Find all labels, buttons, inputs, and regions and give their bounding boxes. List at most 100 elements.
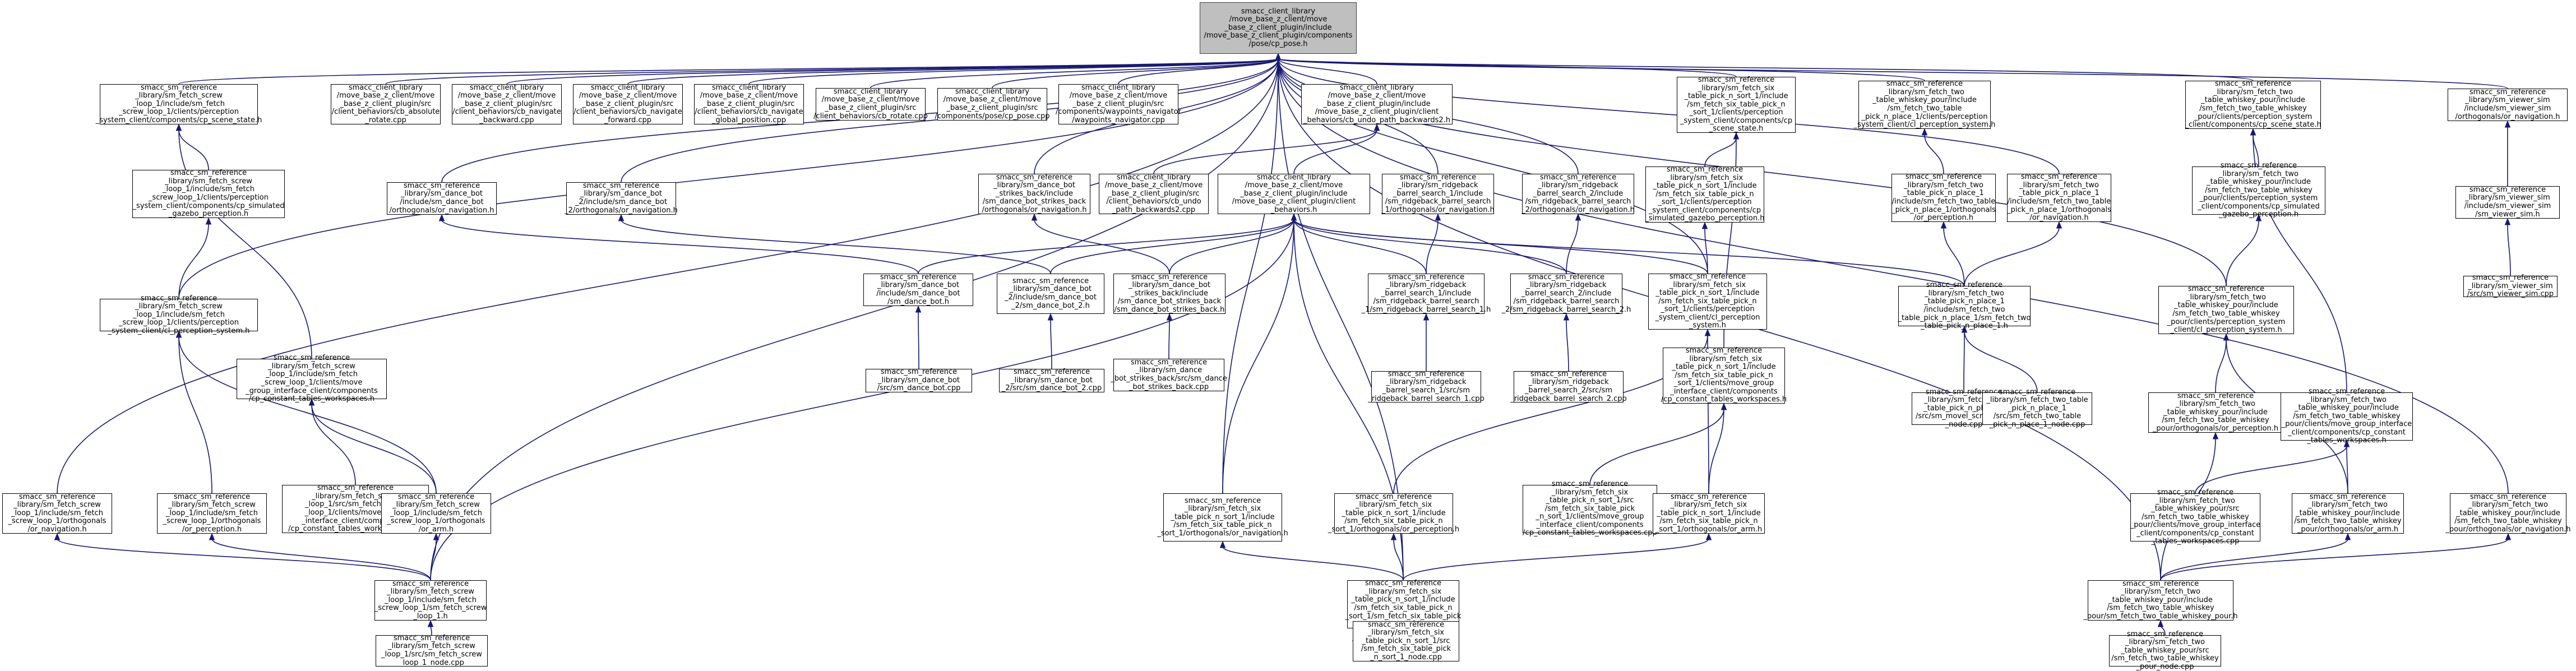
graph-node-whiskey-cl-perception[interactable]: smacc_sm_reference _library/sm_fetch_two… (2158, 285, 2294, 334)
edge-scene_state-to-screw_simulated_gazebo (178, 129, 209, 170)
graph-node-cb-undo-path-h[interactable]: smacc_client_library /move_base_z_client… (1301, 84, 1453, 124)
graph-node-screw-or-arm[interactable]: smacc_sm_reference _library/sm_fetch_scr… (381, 493, 491, 534)
edge-arrowhead (2343, 439, 2350, 447)
edge-arrowhead (1390, 533, 1397, 540)
graph-node-screw-or-perception[interactable]: smacc_sm_reference _library/sm_fetch_scr… (157, 493, 267, 534)
graph-node-root[interactable]: smacc_client_library /move_base_z_client… (1200, 2, 1357, 54)
graph-node-sm-ridgeback-1-h[interactable]: smacc_sm_reference _library/sm_ridgeback… (1361, 272, 1491, 314)
edge-whiskey_cl_perception-to-whiskey_or_perception (2215, 339, 2227, 393)
graph-node-sm-screw-h[interactable]: smacc_sm_reference _library/sm_fetch_scr… (374, 579, 487, 621)
edge-arrowhead (205, 217, 212, 225)
edge-arrowhead (1219, 540, 1226, 548)
graph-node-sm-dance-bot-cpp[interactable]: smacc_sm_reference _library/sm_dance_bot… (866, 368, 972, 392)
graph-node-whiskey-or-perception[interactable]: smacc_sm_reference _library/sm_fetch_two… (2148, 392, 2283, 433)
edge-sm_dance_bot_2_h-to-sm_dance_bot_2_cpp (1050, 318, 1052, 369)
edge-arrowhead (618, 214, 625, 221)
graph-node-cb-navigate-forward[interactable]: smacc_client_library /move_base_z_client… (573, 83, 683, 124)
graph-node-sm-screw-node[interactable]: smacc_sm_reference _library/sm_fetch_scr… (376, 634, 488, 667)
edge-root-to-whiskey_or_navigation (1278, 58, 2509, 494)
edge-sm_ridgeback_2_h-to-sm_ridgeback_2_cpp (1566, 318, 1569, 372)
graph-node-sm-whiskey-h[interactable]: smacc_sm_reference _library/sm_fetch_two… (2083, 579, 2238, 621)
graph-node-sm-six-node[interactable]: smacc_sm_reference _library/sm_fetch_six… (1353, 621, 1459, 661)
graph-node-sm-ridgeback-1-cpp[interactable]: smacc_sm_reference _library/sm_ridgeback… (1368, 369, 1484, 403)
graph-node-six-table-scene-state[interactable]: smacc_sm_reference _library/sm_fetch_six… (1677, 76, 1796, 133)
graph-node-scene-state[interactable]: smacc_sm_reference _library/sm_fetch_scr… (95, 83, 262, 124)
graph-node-sm-dance-bot-2-h[interactable]: smacc_sm_reference _library/sm_dance_bot… (997, 274, 1104, 314)
graph-node-six-or-arm[interactable]: smacc_sm_reference _library/sm_fetch_six… (1653, 493, 1765, 534)
graph-node-dance2-or-nav[interactable]: smacc_sm_reference _library/sm_dance_bot… (565, 181, 678, 215)
graph-node-sm-pp1-h[interactable]: smacc_sm_reference _library/sm_fetch_two… (1898, 281, 2031, 331)
graph-node-viewer-sim-h[interactable]: smacc_sm_reference _library/sm_viewer_si… (2455, 186, 2560, 219)
edge-ridgeback_1_or_nav-to-sm_ridgeback_1_h (1426, 219, 1439, 274)
graph-node-six-or-perception[interactable]: smacc_sm_reference _library/sm_fetch_six… (1328, 492, 1460, 534)
graph-node-sm-whiskey-node[interactable]: smacc_sm_reference _library/sm_fetch_two… (2109, 630, 2221, 671)
edge-six_constant_tables-to-six_constant_cpp (1589, 408, 1724, 485)
graph-node-cb-rotate[interactable]: smacc_client_library /move_base_z_client… (813, 87, 928, 121)
graph-node-six-cl-perception[interactable]: smacc_sm_reference _library/sm_fetch_six… (1648, 272, 1767, 330)
graph-node-sm-ridgeback-2-h[interactable]: smacc_sm_reference _library/sm_ridgeback… (1501, 272, 1631, 314)
graph-node-sm-dance-bot-h[interactable]: smacc_sm_reference _library/sm_dance_bot… (863, 273, 973, 306)
edge-root-to-cb_undo_path_h (1278, 58, 1377, 85)
graph-node-viewer-nav[interactable]: smacc_sm_reference _library/sm_viewer_si… (2448, 88, 2568, 121)
edge-arrowhead (1940, 221, 1947, 229)
graph-node-pp1-node-cpp[interactable]: smacc_sm_reference _library/sm_fetch_two… (1982, 388, 2092, 429)
edge-arrowhead (2505, 533, 2512, 540)
graph-node-six-constant-tables[interactable]: smacc_sm_reference _library/sm_fetch_six… (1661, 346, 1787, 404)
graph-node-cb-navigate-global[interactable]: smacc_client_library /move_base_z_client… (694, 83, 804, 124)
graph-node-ridgeback-2-or-nav[interactable]: smacc_sm_reference _library/sm_ridgeback… (1521, 173, 1635, 214)
graph-node-cb-undo-cpp[interactable]: smacc_client_library /move_base_z_client… (1099, 173, 1209, 214)
graph-node-sm-dance-bot-2-cpp[interactable]: smacc_sm_reference _library/sm_dance_bot… (999, 368, 1104, 392)
edge-screw_or_arm-to-sm_screw_h (430, 538, 437, 581)
edge-arrowhead (1563, 313, 1570, 321)
graph-node-screw-constant-tables[interactable]: smacc_sm_reference _library/sm_fetch_scr… (237, 354, 387, 403)
edge-arrowhead (209, 533, 215, 540)
graph-node-whiskey-or-arm[interactable]: smacc_sm_reference _library/sm_fetch_two… (2292, 493, 2404, 534)
graph-node-pp1-or-perception[interactable]: smacc_sm_reference _library/sm_fetch_two… (1891, 173, 1996, 223)
edge-cb_undo_path_h-to-client_behaviors_h (1293, 129, 1377, 174)
edge-arrowhead (1166, 313, 1173, 321)
graph-node-dance-or-nav[interactable]: smacc_sm_reference _library/sm_dance_bot… (387, 182, 497, 215)
graph-node-client-behaviors-h[interactable]: smacc_client_library /move_base_z_client… (1218, 173, 1370, 214)
graph-node-cb-absolute-rotate[interactable]: smacc_client_library /move_base_z_client… (331, 83, 441, 124)
graph-node-cb-navigate-backward[interactable]: smacc_client_library /move_base_z_client… (452, 83, 562, 124)
edge-arrowhead (1047, 313, 1054, 321)
graph-node-sm-strikes-back-h[interactable]: smacc_sm_reference _library/sm_dance_bot… (1113, 272, 1225, 314)
edge-whiskey_or_navigation-to-sm_whiskey_h (2160, 538, 2509, 581)
graph-node-whiskey-constant-cpp[interactable]: smacc_sm_reference _library/sm_fetch_two… (2130, 488, 2261, 546)
graph-node-viewer-sim-cpp[interactable]: smacc_sm_reference _library/sm_viewer_si… (2463, 274, 2557, 298)
edge-arrowhead (1575, 213, 1581, 221)
graph-node-cp-pose-cpp[interactable]: smacc_client_library /move_base_z_client… (935, 87, 1050, 121)
edge-cb_undo_path_h-to-cb_undo_cpp (1153, 129, 1377, 174)
edge-screw_constant_tables-to-screw_or_arm (311, 404, 437, 494)
graph-node-whiskey-or-navigation[interactable]: smacc_sm_reference _library/sm_fetch_two… (2445, 492, 2571, 534)
graph-node-screw-simulated-gazebo[interactable]: smacc_sm_reference _library/sm_fetch_scr… (132, 169, 285, 219)
graph-node-screw-cl-perception[interactable]: smacc_sm_reference _library/sm_fetch_scr… (100, 294, 258, 335)
graph-node-six-constant-cpp[interactable]: smacc_sm_reference _library/sm_fetch_six… (1523, 479, 1657, 538)
graph-node-screw-or-navigation[interactable]: smacc_sm_reference _library/sm_fetch_scr… (2, 493, 112, 534)
edge-client_behaviors_h-to-sm_ridgeback_2_h (1293, 219, 1567, 274)
edge-arrowhead (1275, 53, 1282, 61)
graph-node-whiskey-simulated-gazebo[interactable]: smacc_sm_reference _library/sm_fetch_two… (2192, 161, 2325, 219)
graph-node-sm-ridgeback-2-cpp[interactable]: smacc_sm_reference _library/sm_ridgeback… (1510, 369, 1627, 403)
edge-sm_pp1_h-to-pp1_node_cpp (1964, 331, 2038, 393)
edge-sm_dance_bot_h-to-sm_dance_bot_cpp (918, 311, 919, 369)
edge-ridgeback_2_or_nav-to-sm_ridgeback_2_h (1566, 219, 1579, 274)
graph-node-whiskey-scene-state[interactable]: smacc_sm_reference _library/sm_fetch_two… (2185, 80, 2321, 129)
graph-node-six-simulated-gazebo[interactable]: smacc_sm_reference _library/sm_fetch_six… (1645, 165, 1765, 223)
edge-arrowhead (915, 305, 922, 313)
edge-arrowhead (1031, 213, 1038, 221)
graph-node-pp1-or-navigation[interactable]: smacc_sm_reference _library/sm_fetch_two… (2007, 173, 2111, 223)
edge-arrowhead (1705, 533, 1712, 540)
edge-root-to-waypoints_nav (1118, 58, 1279, 85)
graph-node-strikes-or-nav[interactable]: smacc_sm_reference _library/sm_dance_bot… (978, 173, 1090, 214)
graph-node-whiskey-constant-tables[interactable]: smacc_sm_reference _library/sm_fetch_two… (2281, 387, 2413, 445)
graph-node-two-table-perception-sys[interactable]: smacc_sm_reference _library/sm_fetch_two… (1853, 80, 1996, 129)
graph-node-ridgeback-1-or-nav[interactable]: smacc_sm_reference _library/sm_ridgeback… (1381, 173, 1495, 214)
graph-node-six-or-navigation[interactable]: smacc_sm_reference _library/sm_fetch_six… (1157, 493, 1288, 542)
edge-root-to-sm_six_h (1278, 58, 1404, 581)
graph-node-sm-strikes-back-cpp[interactable]: smacc_sm_reference _library/sm_dance _bo… (1111, 358, 1227, 391)
edge-arrowhead (175, 330, 182, 338)
graph-node-waypoints-nav[interactable]: smacc_client_library /move_base_z_client… (1056, 83, 1181, 124)
